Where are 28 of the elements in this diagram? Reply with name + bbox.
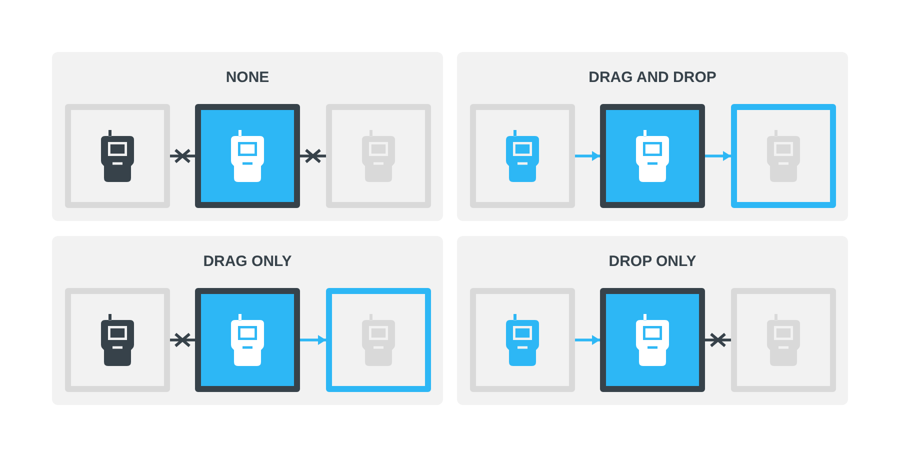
panel: [52, 52, 443, 221]
panel: [457, 236, 848, 405]
arrow: [705, 151, 731, 161]
device-tile: [600, 104, 705, 208]
device-tile: [600, 288, 705, 392]
panel-title: DRAG ONLY: [203, 253, 292, 271]
device-tile: [731, 104, 836, 208]
device-tile: [326, 104, 431, 208]
blocked-connector: [168, 332, 196, 348]
panel-title: DRAG AND DROP: [588, 69, 716, 87]
device-tile: [470, 104, 575, 208]
blocked-connector: [168, 148, 196, 164]
blocked-connector: [704, 332, 732, 348]
arrow: [575, 151, 600, 161]
panel-title: DROP ONLY: [608, 253, 696, 271]
arrow: [575, 335, 600, 345]
device-tile: [470, 288, 575, 392]
panel: [457, 52, 848, 221]
device-tile: [65, 288, 170, 392]
device-tile: [731, 288, 836, 392]
device-tile: [195, 288, 300, 392]
panel: [52, 236, 443, 405]
panel-title: NONE: [226, 69, 270, 87]
arrow: [300, 335, 326, 345]
device-tile: [195, 104, 300, 208]
device-tile: [326, 288, 431, 392]
device-tile: [65, 104, 170, 208]
blocked-connector: [298, 148, 328, 164]
